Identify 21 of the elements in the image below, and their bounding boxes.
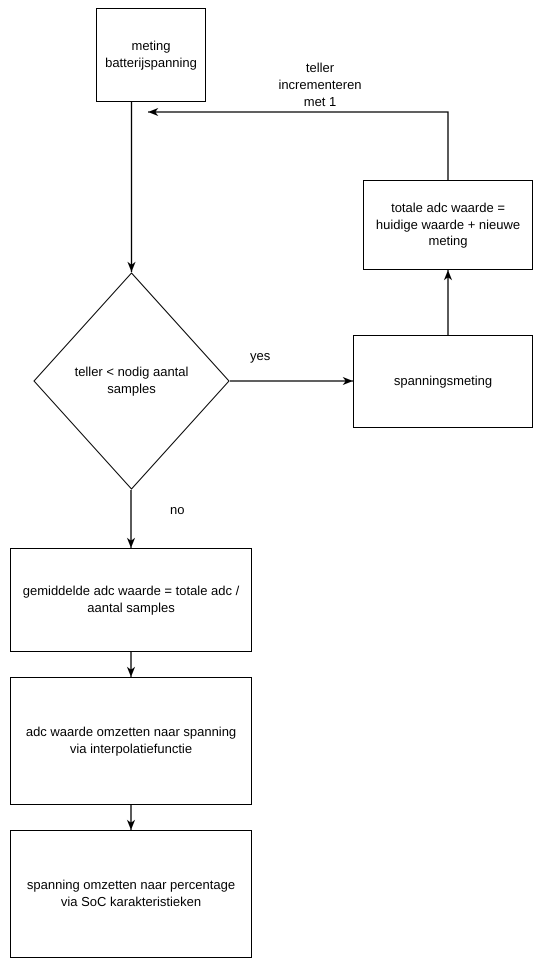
arrow: [148, 108, 449, 180]
decision-diamond: [33, 272, 230, 490]
node-text: totale adc waarde = huidige waarde + nieuwe meting: [374, 200, 522, 250]
process-box: [10, 548, 252, 652]
process-box: [363, 180, 533, 270]
node-text: adc waarde omzetten naar spanning via interpolatiefunctie: [24, 724, 238, 758]
arrow: [444, 270, 452, 335]
node-text: meting batterijspanning: [105, 38, 197, 72]
process-box: [10, 677, 252, 805]
process-box: [96, 8, 206, 102]
node-text: spanningsmeting: [394, 373, 492, 390]
arrow: [127, 102, 136, 272]
process-box: [10, 830, 252, 958]
arrow: [126, 490, 136, 548]
arrow: [126, 805, 136, 830]
node-text: gemiddelde adc waarde = totale adc / aantal samples: [22, 583, 240, 617]
arrow: [230, 376, 353, 386]
node-text: spanning omzetten naar percentage via SoC karakteristieken: [26, 877, 236, 911]
process-box: [353, 335, 533, 428]
node-text: teller < nodig aantal samples: [74, 364, 190, 398]
arrow: [126, 652, 136, 677]
